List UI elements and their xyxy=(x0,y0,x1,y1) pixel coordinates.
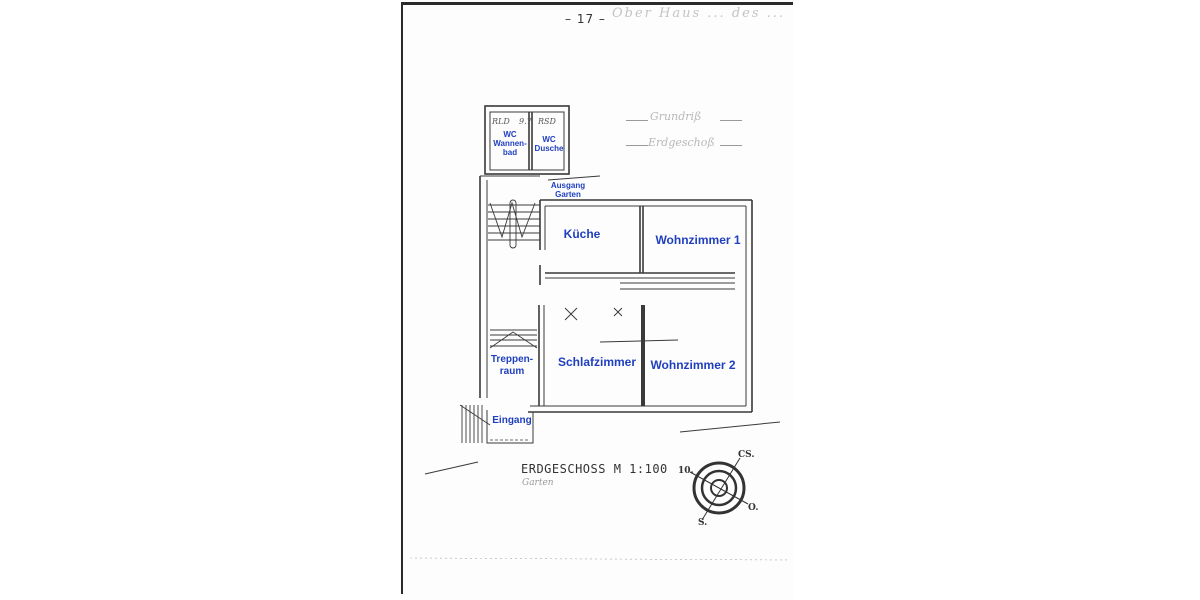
handwritten-mark-rld: RLD xyxy=(492,117,510,126)
room-label-wc-wannenbad: WC Wannen- bad xyxy=(493,130,527,158)
handwritten-mark-rsd: RSD xyxy=(538,117,556,126)
faint-header-text: Ober Haus ... des ... xyxy=(612,6,786,21)
room-label-treppenraum: Treppen- raum xyxy=(490,354,534,377)
plan-title: ERDGESCHOSS M 1:100 xyxy=(521,462,668,476)
compass-rose xyxy=(689,457,749,521)
legend-dash xyxy=(626,145,648,146)
page-number: – 17 – xyxy=(565,12,606,26)
room-label-kueche: Küche xyxy=(563,227,601,241)
room-label-eingang: Eingang xyxy=(492,415,532,426)
room-label-wc-dusche: WC Dusche xyxy=(534,135,564,154)
compass-label-nw: 10. xyxy=(678,466,694,476)
legend-dash xyxy=(626,120,648,121)
legend-faint-1: Grundriß xyxy=(650,110,702,123)
legend-dash xyxy=(720,145,742,146)
room-label-wohnzimmer-1: Wohnzimmer 1 xyxy=(655,233,741,247)
page-border-left xyxy=(401,2,403,594)
room-label-ausgang-garten: Ausgang Garten xyxy=(550,181,586,200)
page-border-top xyxy=(403,2,793,5)
legend-dash xyxy=(720,120,742,121)
room-label-schlafzimmer: Schlafzimmer xyxy=(557,355,637,369)
scanned-page xyxy=(400,0,794,600)
compass-label-se: O. xyxy=(748,503,759,513)
plan-subtitle: Garten xyxy=(522,478,554,488)
compass-label-s: S. xyxy=(698,518,708,528)
compass-label-ne: CS. xyxy=(738,450,755,460)
legend-faint-2: Erdgeschoß xyxy=(648,136,715,149)
room-label-wohnzimmer-2: Wohnzimmer 2 xyxy=(650,358,736,372)
bath-block-outline xyxy=(484,105,570,175)
handwritten-mark-97: 9.7 xyxy=(519,117,532,126)
